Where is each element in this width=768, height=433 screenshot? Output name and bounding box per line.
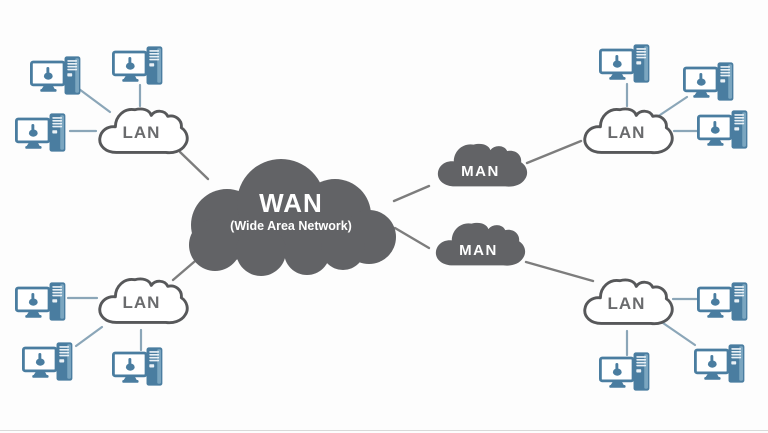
backbone-lines [171, 139, 595, 283]
computer-icon [696, 108, 749, 151]
wan-cloud [189, 159, 396, 276]
lan-top-right-label: LAN [607, 123, 646, 142]
lan-bottom-left-label: LAN [122, 293, 161, 312]
computer-lines [66, 82, 701, 357]
wan-subtitle: (Wide Area Network) [230, 219, 352, 233]
computer-icon [693, 343, 746, 385]
computer-icon [696, 281, 749, 323]
lan-bottom-right-label: LAN [607, 294, 646, 313]
computer-icon [682, 61, 735, 103]
connection-line-man-top-lan-tr [525, 139, 583, 165]
computer-icon [14, 281, 67, 323]
connection-line-wan-man-bottom [393, 226, 431, 250]
computer-icon [111, 45, 164, 87]
computer-icon [598, 351, 651, 393]
connection-line-lan-tl-wan [178, 150, 210, 181]
connection-line-pc-lan [74, 325, 104, 348]
bottom-divider [0, 430, 768, 431]
computer-icon [598, 43, 651, 85]
computer-icon [29, 55, 82, 97]
connection-line-wan-man-top [392, 184, 431, 203]
wan-label: WAN [259, 188, 323, 218]
connection-line-pc-lan [77, 87, 112, 114]
computer-icon [14, 111, 67, 154]
connection-line-man-bottom-lan-br [524, 260, 595, 283]
computer-icon [21, 341, 74, 383]
computer-icon [111, 346, 164, 388]
man-top-label: MAN [461, 163, 500, 180]
connection-line-pc-lan [661, 321, 697, 347]
wan-label-block: WAN (Wide Area Network) [185, 188, 397, 234]
man-bottom-label: MAN [459, 242, 498, 259]
lan-top-left-label: LAN [122, 123, 161, 142]
connection-line-pc-lan [655, 95, 689, 119]
